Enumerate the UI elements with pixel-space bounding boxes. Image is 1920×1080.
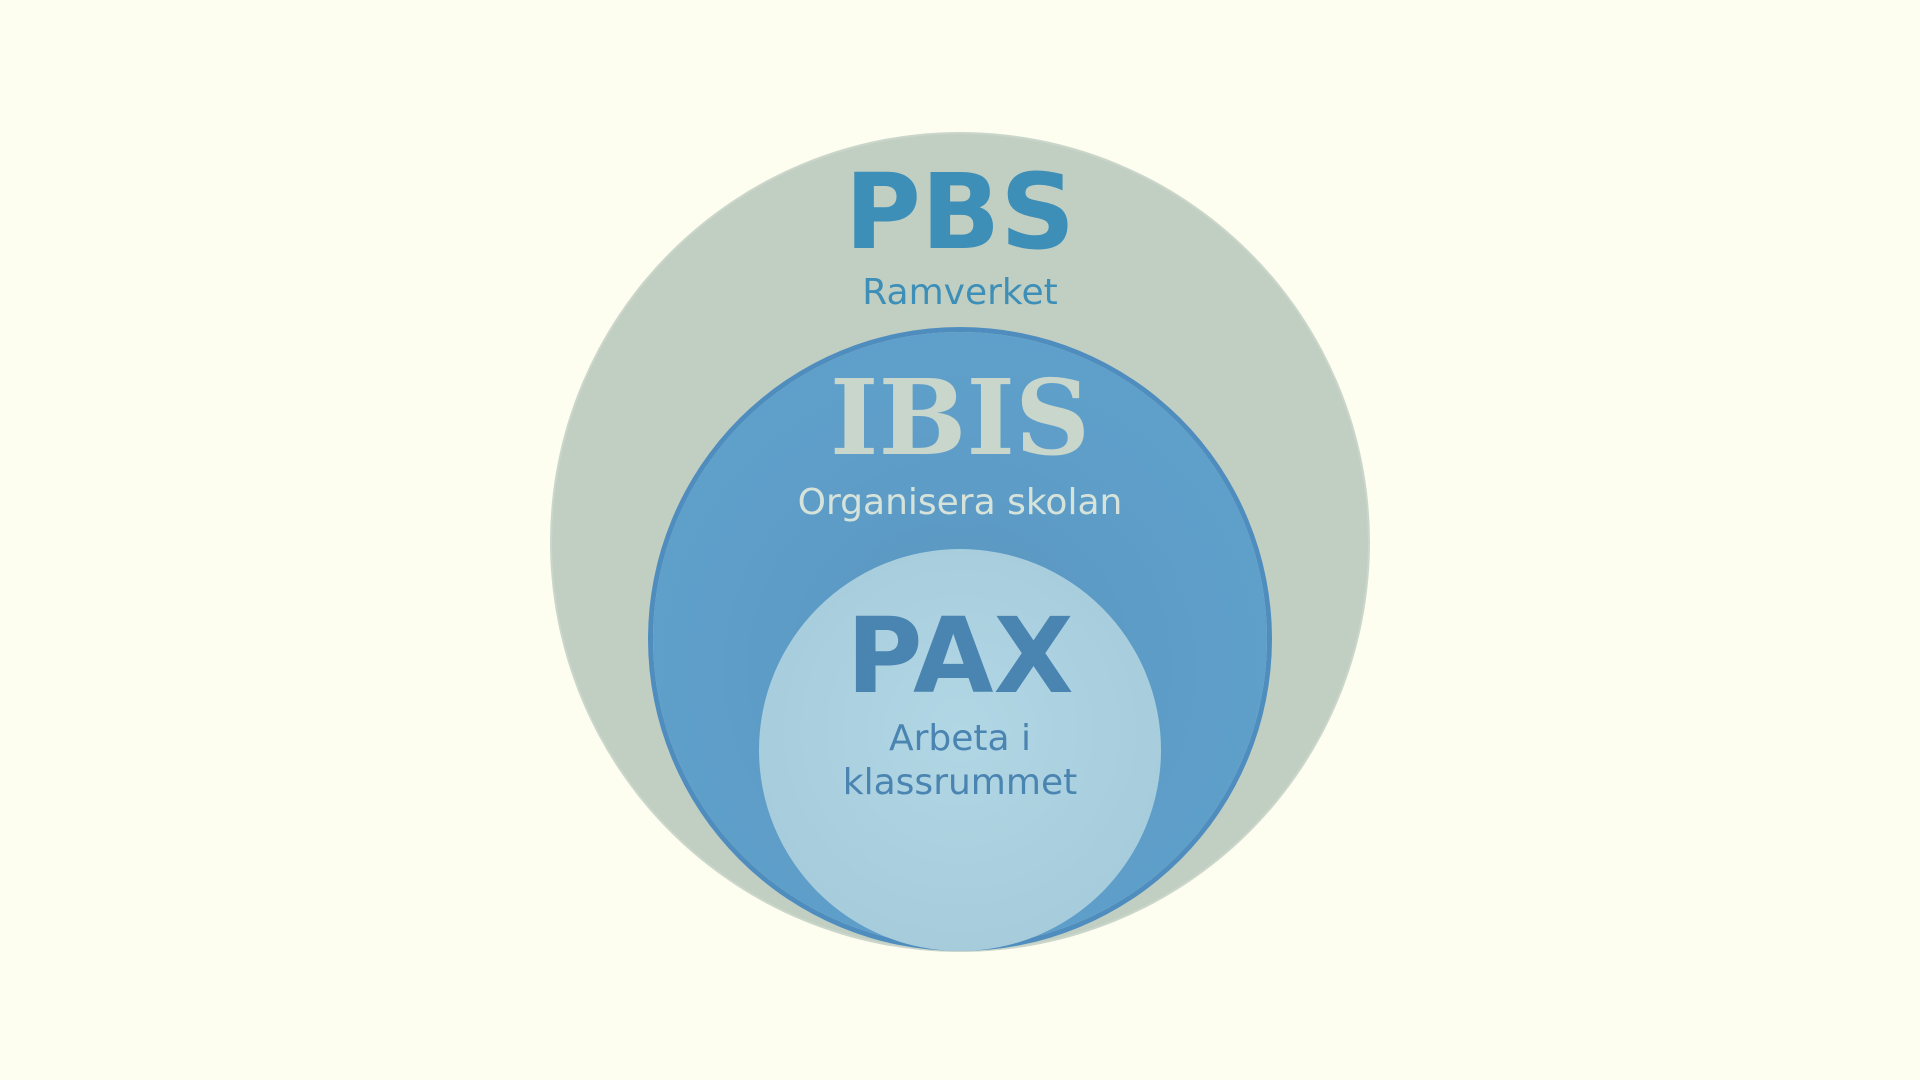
ibis-subtitle: Organisera skolan	[797, 482, 1123, 523]
ibis-title: IBIS	[829, 356, 1091, 479]
pax-subtitle-line1: Arbeta i	[888, 718, 1032, 759]
pax-title: PAX	[846, 595, 1074, 717]
pax-subtitle-line2: klassrummet	[842, 762, 1078, 803]
pbs-title: PBS	[844, 151, 1076, 273]
pax-circle	[759, 549, 1161, 951]
pbs-subtitle: Ramverket	[862, 272, 1058, 313]
